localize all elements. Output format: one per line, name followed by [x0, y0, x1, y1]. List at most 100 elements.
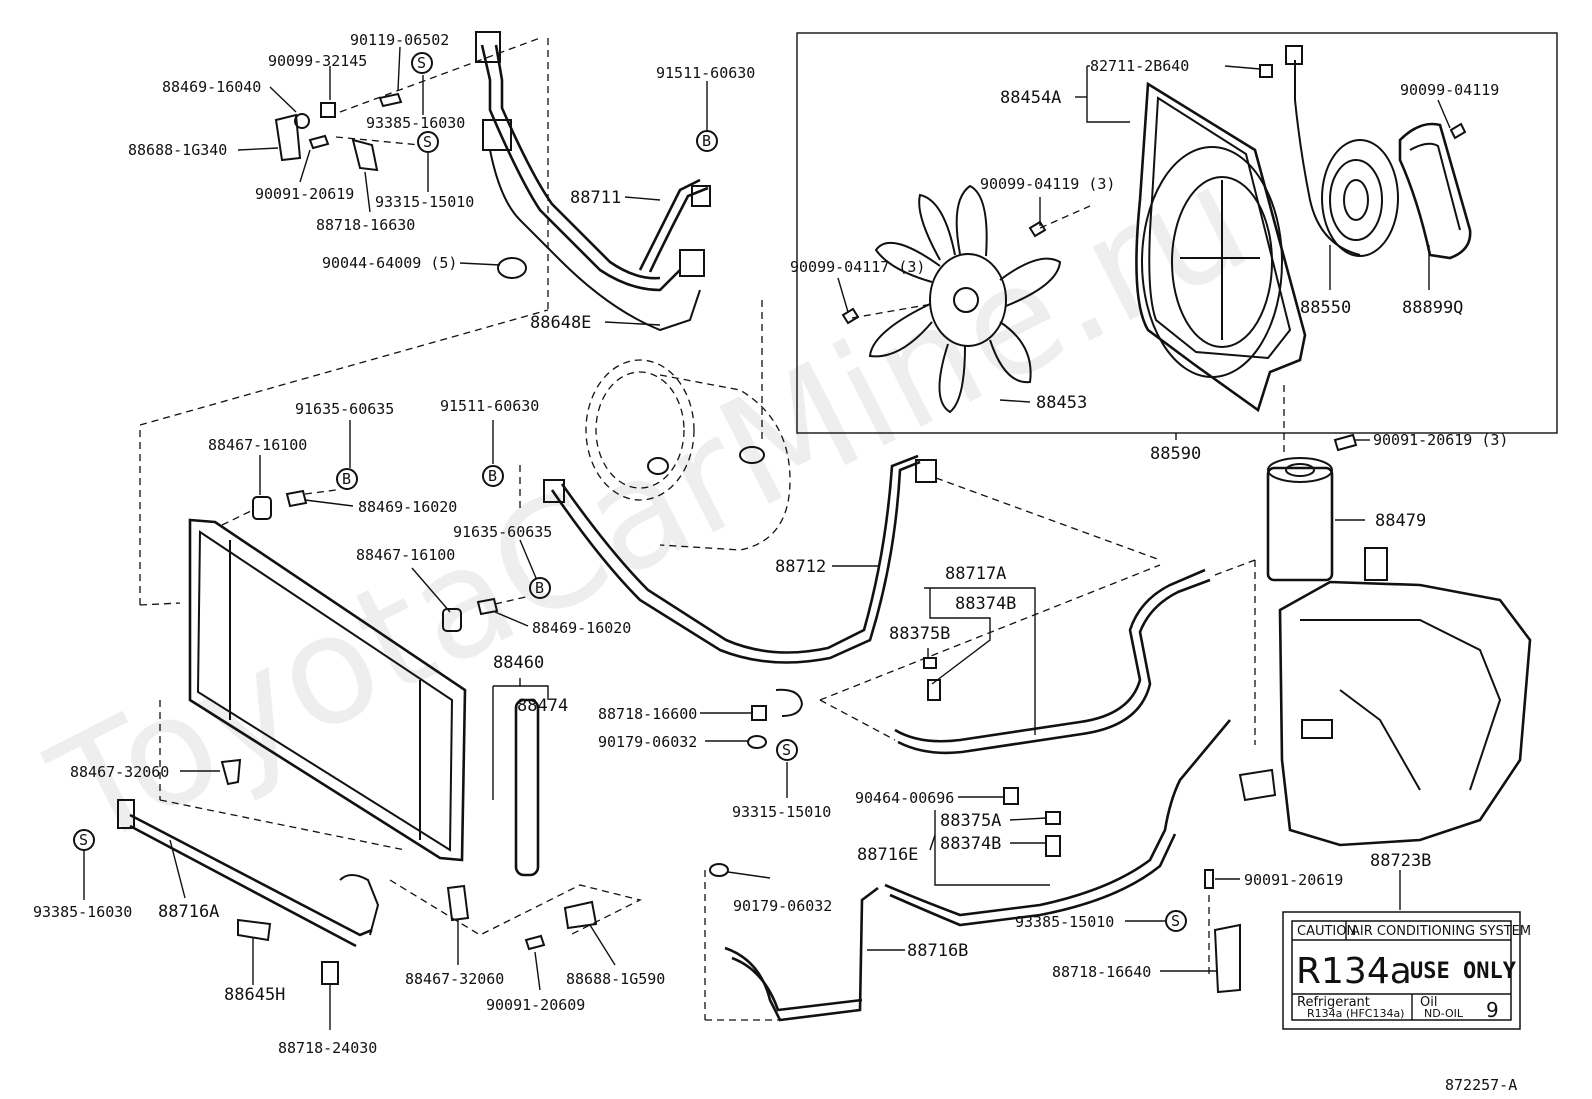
valve-88374B-a[interactable] [927, 679, 941, 701]
clip-88718-24030[interactable] [321, 961, 339, 985]
label-90179-06032-b: 90179-06032 [733, 897, 832, 915]
bolt-90119-06502[interactable] [378, 92, 403, 108]
fan-shroud[interactable] [1135, 81, 1307, 413]
fan-motor[interactable] [1285, 45, 1399, 257]
o-ring-88375B[interactable] [923, 657, 937, 669]
label-91511-60630-b: 91511-60630 [440, 397, 539, 415]
pipe-88716A[interactable] [117, 799, 380, 948]
bracket-88688-1G590[interactable] [563, 900, 598, 930]
compressor-outline [585, 300, 791, 551]
label-90091-20619-a: 90091-20619 [255, 185, 354, 203]
label-90099-04117-3: 90099-04117 (3) [790, 258, 925, 276]
figure-number: 872257-A [1445, 1076, 1517, 1094]
bolt-90091-20619[interactable] [308, 134, 330, 150]
bolt-90091-20609[interactable] [524, 934, 546, 951]
label-88648E: 88648E [530, 313, 591, 333]
label-88718-16630: 88718-16630 [316, 216, 415, 234]
use-only: USE ONLY [1410, 959, 1517, 984]
symbol-s: S [1165, 910, 1187, 932]
label-88723B: 88723B [1370, 851, 1431, 871]
label-90091-20619-3: 90091-20619 (3) [1373, 431, 1508, 449]
receiver-88479[interactable] [1266, 457, 1334, 582]
bolt-90091-20619-b[interactable] [1204, 869, 1214, 889]
svg-text:S: S [1171, 912, 1180, 930]
label-91511-60630-a: 91511-60630 [656, 64, 755, 82]
label-88717A: 88717A [945, 564, 1006, 584]
svg-text:B: B [535, 579, 544, 597]
label-88467-16100-b: 88467-16100 [356, 546, 455, 564]
label-88716B: 88716B [907, 941, 968, 961]
screw-90099-04119-3[interactable] [1028, 220, 1047, 238]
fan-blade-assembly[interactable] [868, 184, 1062, 414]
label-88716E: 88716E [857, 845, 918, 865]
evaporator-unit[interactable] [1238, 547, 1532, 847]
watermark: ToyotaCarMine.ru [26, 132, 1273, 882]
label-88374B-a: 88374B [955, 594, 1016, 614]
fan-assembly-frame [796, 32, 1558, 434]
clip-90464-00696[interactable] [1003, 787, 1019, 805]
label-88899Q: 88899Q [1402, 298, 1463, 318]
symbol-b: B [529, 577, 551, 599]
caution-system: AIR CONDITIONING SYSTEM [1351, 924, 1531, 939]
pipe-88717A[interactable] [894, 568, 1211, 755]
label-90099-04119: 90099-04119 [1400, 81, 1499, 99]
symbol-b: B [696, 130, 718, 152]
label-88688-1G590: 88688-1G590 [566, 970, 665, 988]
label-90179-06032-a: 90179-06032 [598, 733, 697, 751]
label-88467-16100-a: 88467-16100 [208, 436, 307, 454]
label-93385-15010: 93385-15010 [1015, 913, 1114, 931]
cushion-90099-32145[interactable] [320, 102, 336, 118]
bolt-90091-20619-3[interactable] [1333, 433, 1358, 452]
label-93385-16030-b: 93385-16030 [33, 903, 132, 921]
nut-90179-06032-b[interactable] [709, 863, 729, 877]
o-ring-88375A[interactable] [1045, 811, 1061, 825]
label-90099-04119-3: 90099-04119 (3) [980, 175, 1115, 193]
clip-88718-16600[interactable] [751, 705, 767, 721]
switch-88645H[interactable] [237, 918, 272, 942]
symbol-s: S [411, 52, 433, 74]
cushion-88467-16100-b[interactable] [442, 608, 462, 632]
pipe-88711[interactable] [638, 178, 711, 273]
bracket-88688-1G340[interactable] [274, 113, 302, 162]
label-88712: 88712 [775, 557, 826, 577]
oil-number: 9 [1486, 998, 1499, 1022]
bolt-88469-16020-a[interactable] [285, 489, 308, 508]
bracket-88718-16640[interactable] [1213, 923, 1241, 994]
nut-90179-06032-a[interactable] [747, 735, 767, 749]
pipe-88716B[interactable] [724, 886, 879, 1022]
bracket-88718-16630[interactable] [351, 138, 379, 172]
svg-text:S: S [79, 831, 88, 849]
refrigerant-word: Refrigerant [1297, 995, 1370, 1010]
label-90044-64009: 90044-64009 (5) [322, 254, 457, 272]
svg-text:S: S [423, 133, 432, 151]
label-82711-2B640: 82711-2B640 [1090, 57, 1189, 75]
bumper-88467-32060-b[interactable] [446, 884, 470, 922]
nut-88469-16040[interactable] [294, 113, 310, 129]
svg-text:S: S [417, 54, 426, 72]
label-93385-16030-a: 93385-16030 [366, 114, 465, 132]
bumper-88467-32060-a[interactable] [220, 758, 242, 786]
label-93315-15010-b: 93315-15010 [732, 803, 831, 821]
symbol-s: S [417, 131, 439, 153]
label-90119-06502: 90119-06502 [350, 31, 449, 49]
label-90099-32145: 90099-32145 [268, 52, 367, 70]
valve-88374B-b[interactable] [1045, 835, 1061, 857]
dryer-88474[interactable] [514, 698, 540, 877]
condenser-88460[interactable] [188, 518, 467, 862]
cushion-88467-16100-a[interactable] [252, 496, 272, 520]
label-88718-24030: 88718-24030 [278, 1039, 377, 1057]
svg-text:B: B [342, 470, 351, 488]
label-88454A: 88454A [1000, 88, 1061, 108]
oil-word: Oil [1420, 995, 1437, 1010]
label-88718-16640: 88718-16640 [1052, 963, 1151, 981]
symbol-s: S [73, 829, 95, 851]
clamp-90044-64009[interactable] [497, 257, 527, 279]
motor-cover[interactable] [1398, 122, 1472, 260]
label-91635-60635-a: 91635-60635 [295, 400, 394, 418]
bolt-88469-16020-b[interactable] [476, 597, 499, 616]
pipe-88716E[interactable] [884, 719, 1231, 927]
svg-text:B: B [702, 132, 711, 150]
screw-90099-04119[interactable] [1449, 122, 1467, 140]
clip-82711[interactable] [1259, 64, 1273, 78]
hose-88712[interactable] [543, 454, 937, 664]
